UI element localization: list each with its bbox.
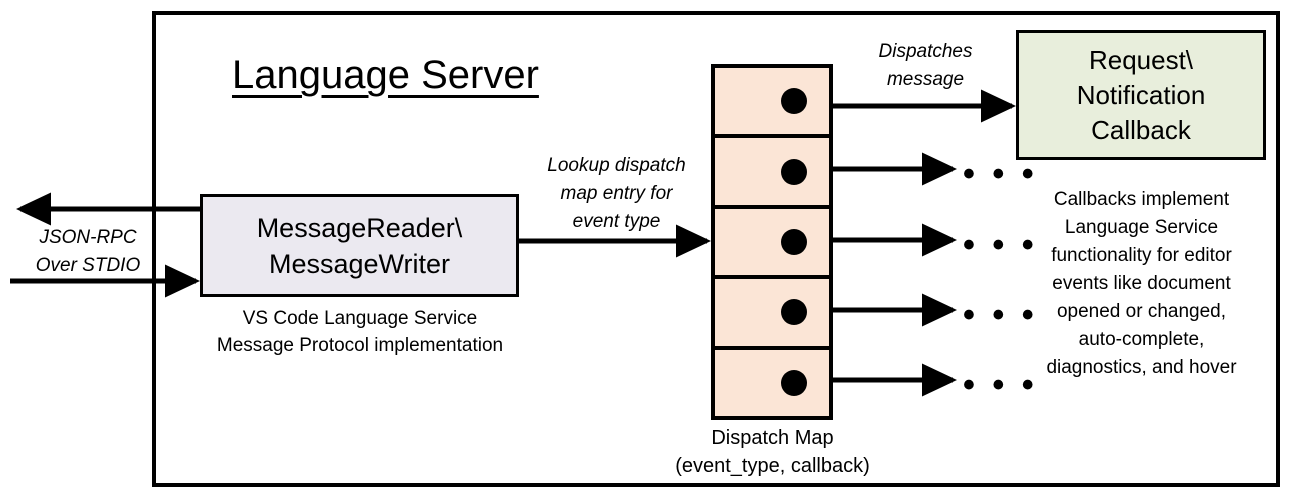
- dispatch-entry-dot-icon: [781, 299, 807, 326]
- dispatch-map[interactable]: [711, 64, 833, 420]
- dispatch-map-row-2[interactable]: [715, 138, 829, 209]
- dispatch-map-row-4[interactable]: [715, 279, 829, 350]
- ellipsis-row-4: • • •: [963, 296, 1038, 334]
- dispatch-map-row-3[interactable]: [715, 209, 829, 280]
- callback-caption: Callbacks implement Language Service fun…: [1046, 189, 1237, 378]
- dispatch-entry-dot-icon: [781, 158, 807, 185]
- lookup-label: Lookup dispatch map entry for event type: [547, 155, 686, 232]
- ellipsis-row-3: • • •: [963, 226, 1038, 264]
- callback-box[interactable]: Request\ Notification Callback: [1016, 30, 1266, 160]
- dispatch-entry-dot-icon: [781, 229, 807, 256]
- language-server-boundary: [152, 11, 1280, 487]
- dispatches-label: Dispatches message: [878, 41, 973, 90]
- dispatch-map-row-5[interactable]: [715, 350, 829, 416]
- dispatch-entry-dot-icon: [781, 369, 807, 396]
- page-title: Language Server: [232, 53, 539, 97]
- message-io-caption: VS Code Language Service Message Protoco…: [216, 308, 504, 356]
- dispatch-map-caption: Dispatch Map (event_type, callback): [675, 427, 870, 477]
- message-io-box[interactable]: MessageReader\ MessageWriter: [200, 194, 519, 297]
- message-io-title: MessageReader\ MessageWriter: [256, 212, 463, 279]
- transport-label: JSON-RPC Over STDIO: [35, 227, 141, 276]
- ellipsis-row-2: • • •: [963, 155, 1038, 193]
- ellipsis-row-5: • • •: [963, 366, 1038, 404]
- dispatch-map-row-1[interactable]: [715, 68, 829, 139]
- dispatch-entry-dot-icon: [781, 88, 807, 115]
- callback-title: Request\ Notification Callback: [1076, 44, 1206, 145]
